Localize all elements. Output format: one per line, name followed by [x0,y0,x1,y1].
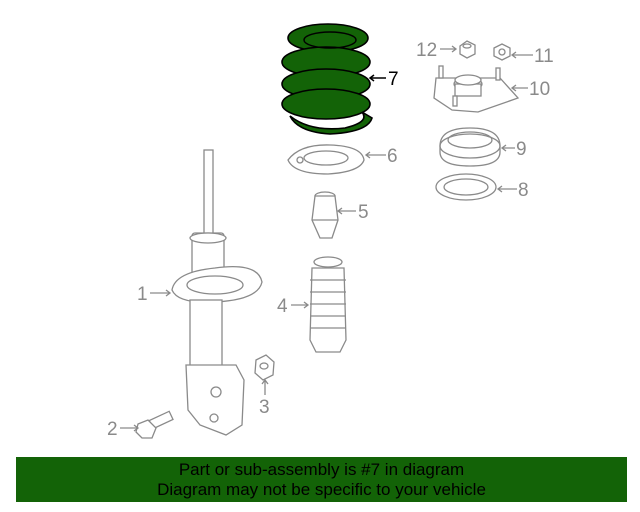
spring-insulator[interactable] [435,173,497,201]
callout-9[interactable]: 9 [516,139,527,160]
bump-stop[interactable] [311,191,339,239]
callout-7[interactable]: 7 [388,69,399,90]
dust-boot[interactable] [309,256,347,353]
callout-5[interactable]: 5 [358,202,369,223]
callout-10[interactable]: 10 [529,79,550,100]
top-nut[interactable] [459,40,476,59]
callout-8[interactable]: 8 [518,180,529,201]
callout-3[interactable]: 3 [259,397,270,418]
banner-line-1: Part or sub-assembly is #7 in diagram [178,460,465,479]
banner-line-2: Diagram may not be specific to your vehi… [157,480,486,499]
bearing[interactable] [439,127,501,167]
strut-assembly[interactable] [171,149,263,436]
bolt[interactable] [135,410,174,439]
info-banner: Part or sub-assembly is #7 in diagram Di… [16,457,627,502]
callout-4[interactable]: 4 [277,296,288,317]
callout-11[interactable]: 11 [534,46,554,67]
callout-1[interactable]: 1 [137,284,148,305]
leader-lines [120,45,533,432]
callout-2[interactable]: 2 [107,419,118,440]
strut-mount[interactable] [433,65,520,113]
flange-nut[interactable] [493,43,511,61]
callout-6[interactable]: 6 [387,146,398,167]
nut[interactable] [254,354,275,381]
spring-seat[interactable] [287,144,365,175]
callout-12[interactable]: 12 [416,40,437,61]
coil-spring[interactable] [281,23,373,135]
